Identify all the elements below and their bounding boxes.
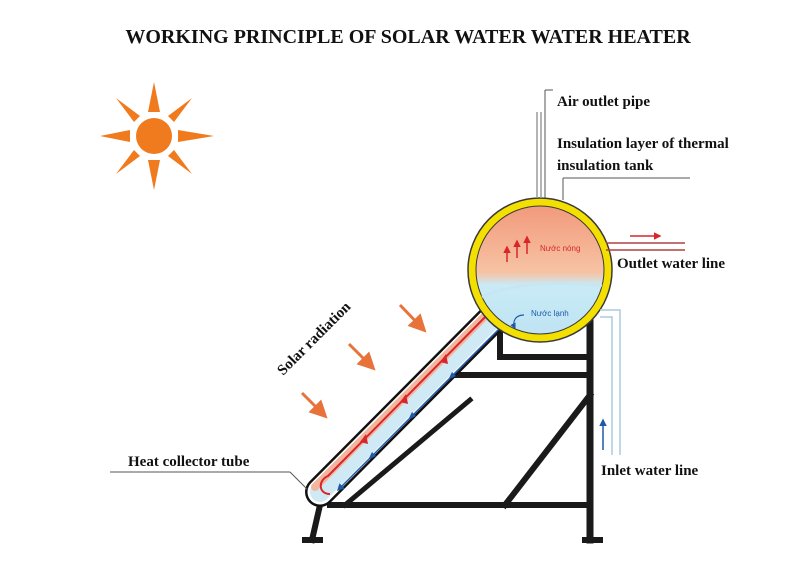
radiation-arrow	[347, 342, 376, 371]
label-outlet-water-line: Outlet water line	[617, 256, 725, 272]
cold-water-label: Nước lạnh	[531, 309, 569, 318]
air-outlet-pipe	[536, 112, 542, 198]
diagram-title: WORKING PRINCIPLE OF SOLAR WATER WATER H…	[125, 26, 691, 48]
storage-tank: Nước nóng Nước lạnh	[467, 197, 613, 343]
label-insulation-line2: insulation tank	[557, 158, 654, 174]
label-heat-collector-tube: Heat collector tube	[128, 454, 250, 470]
radiation-arrows	[300, 303, 427, 419]
label-inlet-water-line: Inlet water line	[601, 463, 699, 479]
label-air-outlet-pipe: Air outlet pipe	[557, 94, 650, 110]
outlet-pipe	[606, 232, 685, 251]
inlet-pipe	[599, 309, 621, 455]
label-solar-radiation: Solar radiation	[275, 299, 355, 379]
sun-icon	[100, 82, 214, 190]
hot-water-label: Nước nóng	[540, 244, 580, 253]
support-frame	[302, 318, 603, 544]
label-insulation-line1: Insulation layer of thermal	[557, 136, 729, 152]
radiation-arrow	[398, 303, 427, 333]
radiation-arrow	[300, 391, 328, 419]
heat-collector-tube	[305, 287, 522, 507]
leader-lines	[110, 89, 690, 491]
